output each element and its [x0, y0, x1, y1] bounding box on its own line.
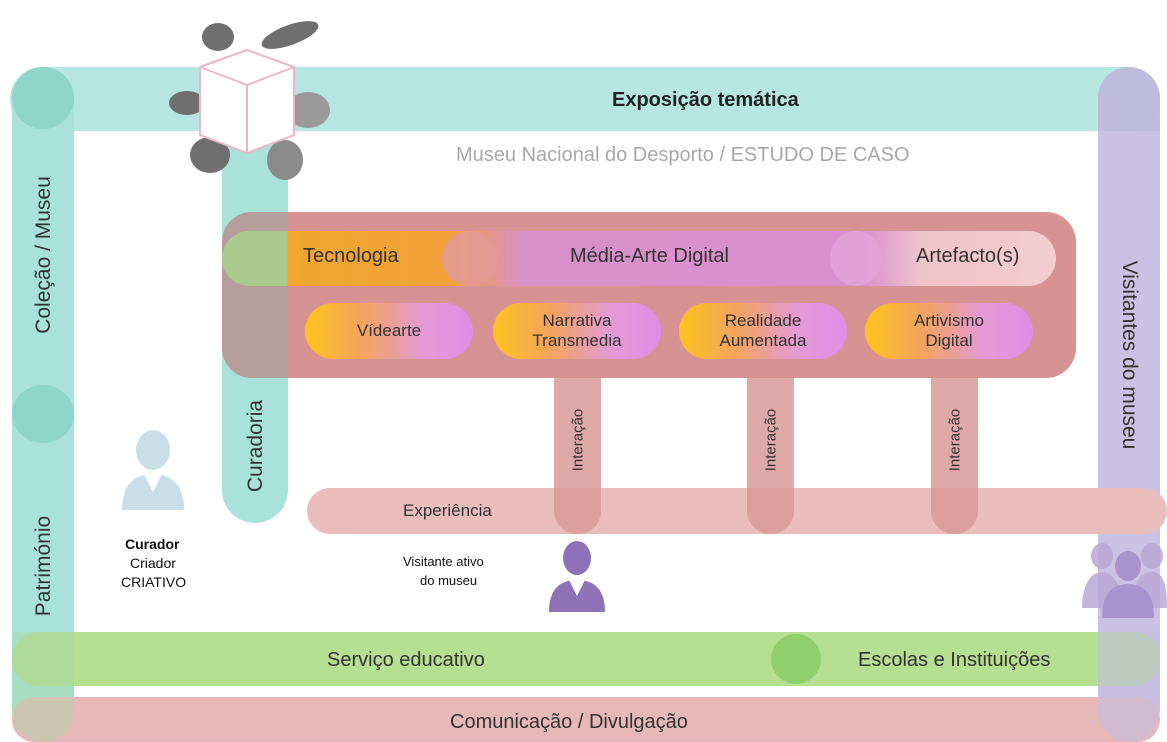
visitors-group-icon [1082, 543, 1167, 618]
right-column-bottom-overlap [1098, 632, 1160, 742]
experiencia-band [307, 488, 1167, 534]
interacao-label-1: Interação [569, 408, 587, 472]
athletes-cube-image [169, 21, 330, 180]
comunicacao-label: Comunicação / Divulgação [450, 711, 688, 733]
visitante-line1: Visitante ativo [403, 554, 484, 569]
realidade-line1: Realidade [724, 311, 802, 330]
media-arte-label: Média-Arte Digital [570, 245, 729, 267]
interacao-label-2: Interação [762, 408, 780, 472]
servico-band [12, 632, 1160, 686]
left-column-node-middle [12, 385, 74, 443]
artefacto-label: Artefacto(s) [916, 245, 1020, 267]
artefacto-node [830, 231, 882, 286]
interacao-column-2 [747, 378, 794, 534]
curadoria-label: Curadoria [244, 399, 267, 493]
page-title: Exposição temática [612, 89, 799, 111]
artivismo-line2: Digital [925, 331, 973, 350]
tecnologia-node [442, 231, 498, 286]
escolas-node [771, 634, 821, 684]
realidade-aumentada-pill: Realidade Aumentada [679, 303, 847, 359]
colecao-museu-label: Coleção / Museu [32, 176, 55, 334]
right-column-top-overlap [1098, 67, 1160, 131]
curador-avatar-icon [122, 430, 184, 510]
curador-line2: Criador [130, 555, 176, 571]
page-subtitle: Museu Nacional do Desporto / ESTUDO DE C… [456, 144, 910, 166]
narrativa-transmedia-pill: Narrativa Transmedia [493, 303, 661, 359]
left-column-node-top [12, 67, 74, 129]
escolas-label: Escolas e Instituições [858, 649, 1051, 671]
narrativa-line1: Narrativa [542, 311, 612, 330]
visitante-avatar-icon [549, 541, 605, 612]
interacao-column-3 [931, 378, 978, 534]
artivismo-line1: Artivismo [914, 311, 984, 330]
left-column-bottom-overlap [12, 632, 74, 742]
artivismo-digital-pill: Artivismo Digital [865, 303, 1033, 359]
videarte-pill: Vídearte [305, 303, 473, 359]
visitante-line2: do museu [420, 573, 478, 588]
narrativa-line2: Transmedia [532, 331, 622, 350]
patrimonio-label: Património [32, 515, 55, 617]
interacao-column-1 [554, 378, 601, 534]
interacao-label-3: Interação [946, 408, 964, 472]
realidade-line2: Aumentada [719, 331, 807, 350]
visitantes-label: Visitantes do museu [1118, 260, 1141, 450]
curador-name: Curador [125, 536, 180, 552]
curador-line3: CRIATIVO [121, 574, 187, 590]
comunicacao-band [12, 697, 1160, 742]
videarte-label: Vídearte [356, 321, 422, 340]
experiencia-label: Experiência [403, 501, 492, 520]
servico-label: Serviço educativo [327, 649, 485, 671]
visitantes-column [1098, 67, 1160, 739]
tecnologia-label: Tecnologia [303, 245, 399, 267]
media-arte-row [222, 231, 1056, 286]
